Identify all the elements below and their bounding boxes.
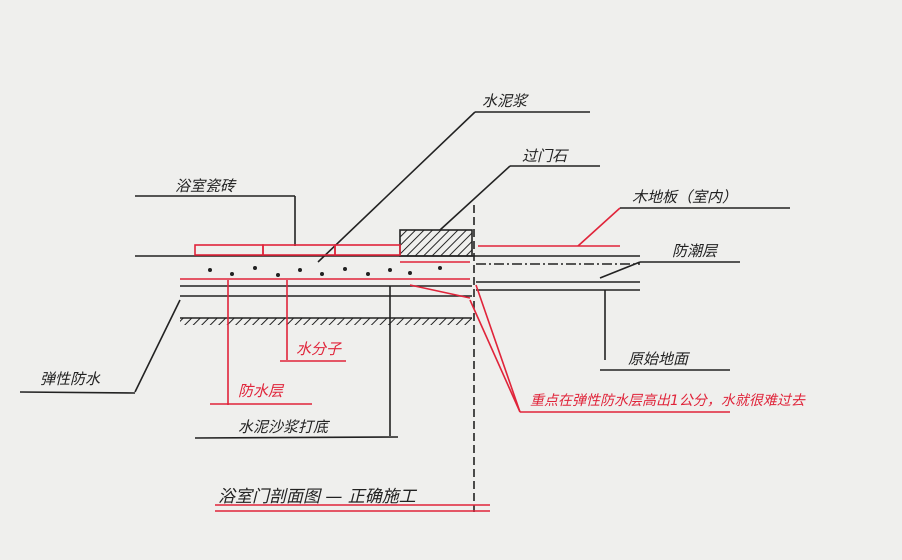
- label-water-molecules: 水分子: [296, 340, 342, 358]
- label-threshold-stone: 过门石: [522, 147, 568, 165]
- label-original-ground: 原始地面: [628, 350, 689, 368]
- label-elastic-waterproof: 弹性防水: [40, 370, 101, 388]
- label-bathroom-tiles: 浴室瓷砖: [175, 177, 236, 195]
- label-cement-slurry: 水泥浆: [482, 92, 528, 110]
- label-waterproof-layer: 防水层: [238, 382, 284, 400]
- label-moisture-layer: 防潮层: [672, 242, 718, 260]
- ground-hatch: [180, 318, 472, 325]
- tiles: [194, 244, 264, 256]
- label-wood-floor: 木地板（室内）: [632, 188, 738, 206]
- label-mortar-base: 水泥沙浆打底: [238, 418, 329, 436]
- threshold-stone: [399, 229, 473, 257]
- key-note: 重点在弹性防水层高出1公分，水就很难过去: [530, 393, 805, 409]
- cement-dots: [208, 266, 442, 277]
- drawing-title: 浴室门剖面图 — 正确施工: [218, 487, 416, 507]
